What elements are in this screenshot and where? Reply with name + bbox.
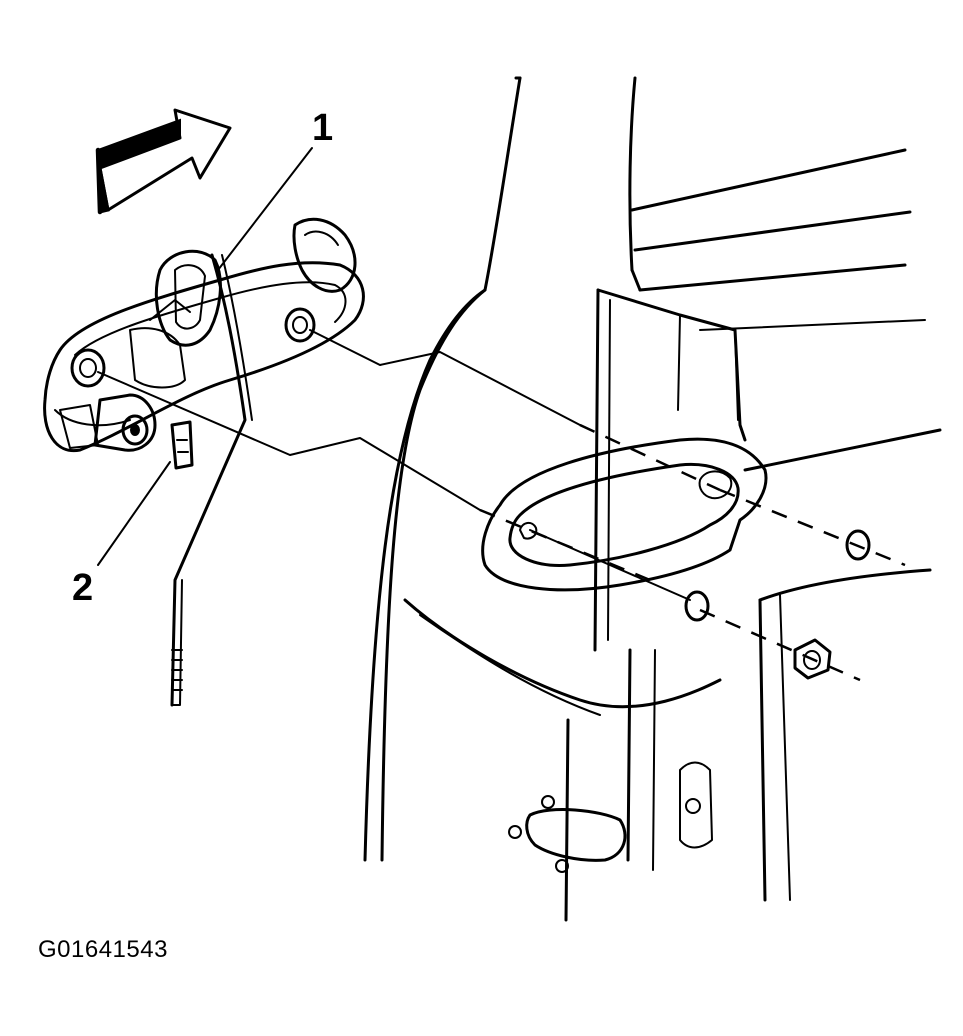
callout-leaders [97,147,313,566]
lock-rod [170,253,253,707]
handle-opening [481,437,871,622]
direction-arrow-icon [95,108,232,215]
door-handle-assembly [43,217,365,470]
figure-id: G01641543 [38,936,168,963]
door-frame [363,76,942,922]
callout-1: 1 [312,107,333,149]
callout-2: 2 [72,567,93,609]
alignment-lines [97,329,906,682]
